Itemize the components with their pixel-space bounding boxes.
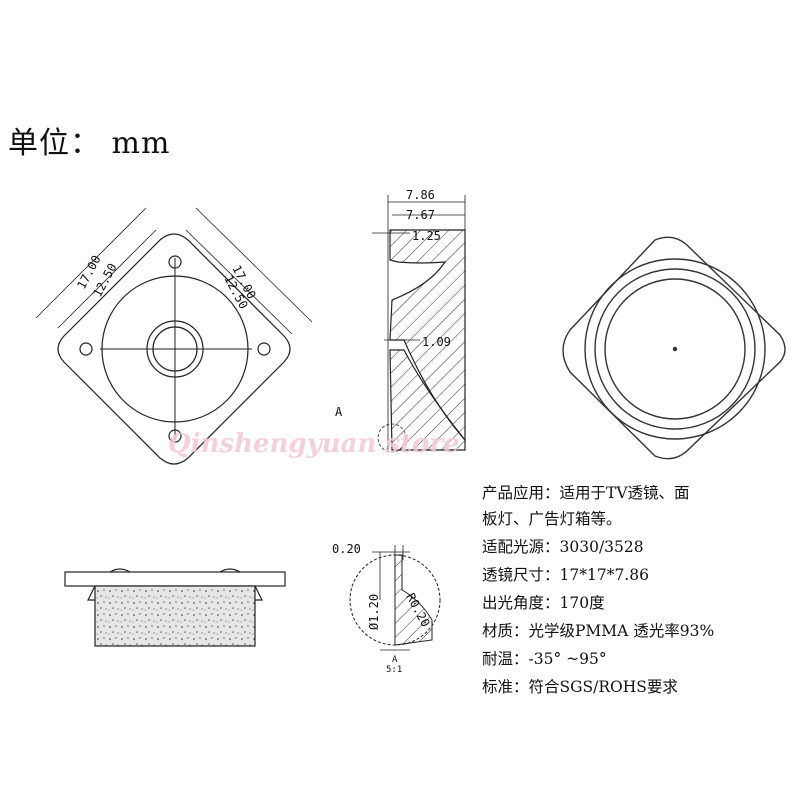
perspective-view [562, 236, 786, 460]
detail-label: A [392, 655, 398, 665]
side-section-view [372, 195, 466, 453]
dim-side-inner: 7.67 [406, 208, 435, 222]
mount-hole-left [79, 342, 93, 356]
spec-temperature: 耐温：-35° ~95° [482, 650, 607, 668]
spec-standard: 标准：符合SGS/ROHS要求 [482, 678, 678, 696]
spec-application-line1: 产品应用：适用于TV透镜、面 [482, 484, 690, 502]
spec-light-source: 适配光源：3030/3528 [482, 538, 644, 556]
detail-body [394, 554, 433, 646]
spec-material: 材质：光学级PMMA 透光率93% [482, 622, 715, 640]
detail-scale: 5:1 [386, 665, 402, 675]
unit-label: 单位： mm [8, 126, 171, 161]
spec-application-line2: 板灯、广告灯箱等。 [482, 510, 622, 528]
mount-hole-top [168, 255, 182, 269]
section-detail-marker [377, 423, 407, 453]
dim-detail-top: 0.20 [332, 542, 361, 556]
mount-hole-right [257, 342, 271, 356]
spec-lens-size: 透镜尺寸：17*17*7.86 [482, 566, 649, 584]
dim-side-top: 1.25 [412, 229, 441, 243]
dim-side-total: 7.86 [406, 188, 435, 202]
mount-hole-bottom [168, 429, 182, 443]
front-outline [57, 233, 291, 465]
watermark: Qinshengyuan store [168, 429, 460, 459]
spec-beam-angle: 出光角度：170度 [482, 594, 605, 612]
perspective-outline [562, 236, 786, 460]
bottom-side-view [64, 568, 286, 647]
dim-detail-dia: Ø1.20 [367, 594, 381, 630]
base-body [94, 585, 256, 647]
detail-a-view [349, 545, 441, 651]
section-label-a: A [335, 405, 343, 419]
base-flange [64, 571, 286, 587]
dim-side-mid: 1.09 [422, 335, 451, 349]
front-view [35, 207, 313, 465]
